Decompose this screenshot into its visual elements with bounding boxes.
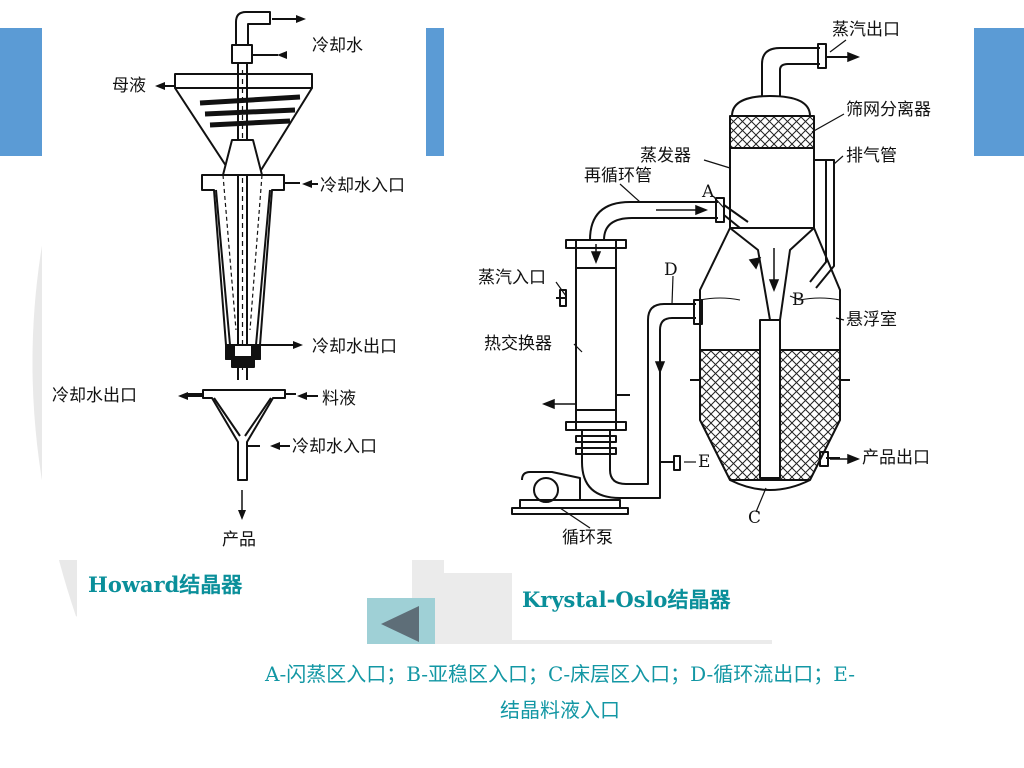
oslo-suspension-chamber [699,227,841,350]
oslo-caption-panel [512,570,812,640]
oslo-label-vent-pipe: 排气管 [846,146,897,166]
howard-label-cooling-water-inlet-bottom: 冷却水入口 [292,437,377,457]
left-blue-bar [0,28,45,156]
legend-line-2: 结晶料液入口 [500,698,620,722]
howard-caption-panel [77,556,407,630]
oslo-vent-pipe [809,159,835,289]
oslo-evaporator-body [729,148,815,228]
oslo-label-steam-outlet: 蒸汽出口 [832,20,900,40]
oslo-recirculation-pipe [589,201,718,241]
oslo-caption: Krystal-Oslo结晶器 [522,587,731,612]
oslo-label-suspension-chamber: 悬浮室 [846,310,897,330]
oslo-panel [444,0,974,573]
oslo-label-point-a: A [702,182,715,202]
howard-caption: Howard结晶器 [88,572,243,597]
howard-label-product: 产品 [222,530,256,550]
oslo-label-point-d: D [664,260,678,280]
oslo-label-steam-inlet: 蒸汽入口 [478,268,546,288]
oslo-label-mesh-separator: 筛网分离器 [846,100,931,120]
howard-label-cooling-water-inlet-top: 冷却水入口 [320,176,405,196]
howard-label-cooling-water-outlet-right: 冷却水出口 [312,337,397,357]
oslo-label-recirculation-pipe: 再循环管 [584,166,652,186]
howard-label-feed: 料液 [322,389,356,409]
legend-text: A-闪蒸区入口；B-亚稳区入口；C-床层区入口；D-循环流出口；E- 结晶料液入… [104,644,1016,764]
oslo-evaporator-top [731,95,811,117]
oslo-circulation-pump [521,471,581,501]
oslo-label-point-e: E [698,452,711,472]
legend-line-1: A-闪蒸区入口；B-亚稳区入口；C-床层区入口；D-循环流出口；E- [265,662,855,686]
howard-lower-bowl [202,389,286,481]
oslo-label-point-b: B [792,290,805,310]
center-blue-bar [425,28,445,156]
right-blue-bar [974,28,1024,156]
back-arrow-icon [381,606,419,642]
oslo-label-evaporator: 蒸发器 [640,146,691,166]
oslo-label-heat-exchanger: 热交换器 [484,334,552,354]
oslo-steam-outlet-pipe [761,47,820,96]
howard-panel [42,0,426,560]
howard-top-elbow [235,11,271,46]
oslo-label-product-outlet: 产品出口 [862,448,930,468]
howard-label-cooling-water: 冷却水 [312,36,363,56]
oslo-label-circulation-pump: 循环泵 [562,528,613,548]
oslo-label-point-c: C [748,508,762,528]
back-button[interactable] [367,598,435,650]
howard-label-mother-liquor: 母液 [112,76,146,96]
howard-label-cooling-water-outlet-left: 冷却水出口 [52,386,137,406]
